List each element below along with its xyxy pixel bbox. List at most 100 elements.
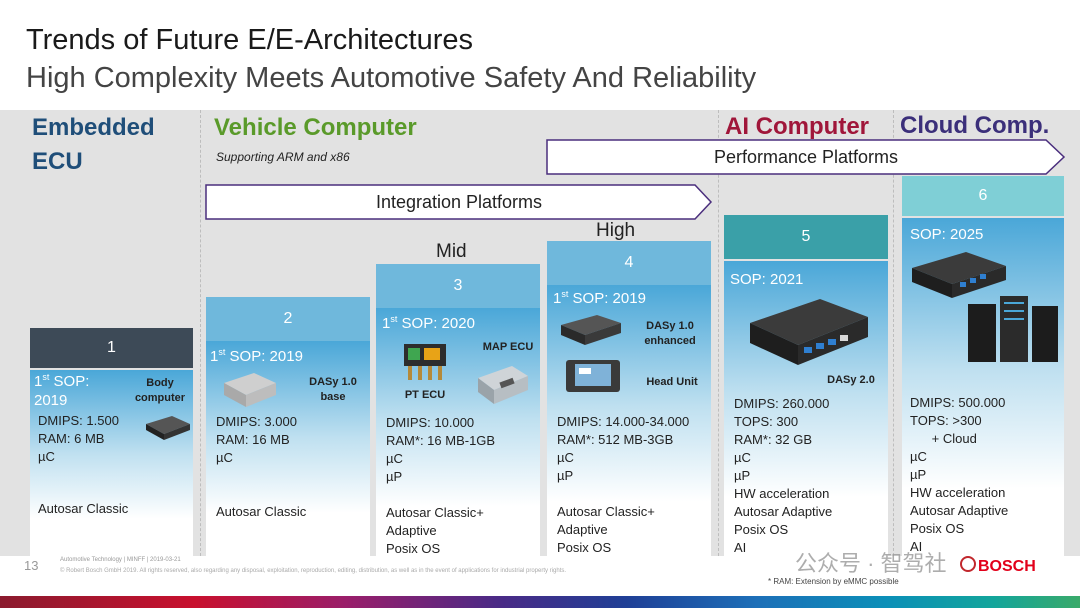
spec-item: µC: [38, 449, 55, 464]
era-vehicle-label: Vehicle Computer: [214, 114, 417, 141]
spec-item: HW acceleration: [910, 485, 1006, 500]
arrow-shape: [546, 139, 1066, 175]
sop-year: 2019: [34, 392, 68, 409]
spec-item: Autosar Adaptive: [734, 504, 833, 519]
body-computer-image: [142, 414, 192, 447]
era-embedded-label: Embedded: [32, 114, 155, 141]
dasy-base-image: [220, 369, 280, 416]
page-number: 13: [24, 558, 39, 573]
spec-item: µP: [557, 468, 574, 483]
platform-column-5: 5 SOP: 2021 DASy 2.0 DMIPS: 260.000 TOPS…: [724, 215, 888, 556]
platform-column-6: 6 SOP: 2025 DMIPS: 500.000 TOPS: >300 + …: [902, 176, 1064, 556]
dasy-2-image: [742, 295, 874, 374]
software-list: Autosar Classic+ Adaptive Posix OS: [386, 504, 484, 558]
spec-item: DMIPS: 14.000-34.000: [557, 414, 690, 429]
spec-list: DMIPS: 3.000 RAM: 16 MB µC: [216, 413, 297, 467]
sop-label: 1st SOP:: [34, 372, 90, 390]
spec-item: AI: [734, 540, 747, 555]
sop-label: SOP: 2025: [910, 226, 984, 243]
head-unit-image: [565, 359, 621, 398]
sop-label: 1st SOP: 2020: [382, 314, 475, 332]
performance-platforms-arrow: Performance Platforms: [546, 139, 1066, 175]
column-number: 2: [206, 297, 370, 341]
level-mid: Mid: [436, 241, 467, 262]
software-item: Posix OS: [557, 540, 612, 555]
spec-item: µP: [386, 469, 403, 484]
era-divider: [200, 110, 201, 556]
column-body: [376, 308, 540, 556]
integration-platforms-arrow: Integration Platforms: [205, 184, 713, 220]
column-body: [206, 341, 370, 556]
era-vehicle-sub: Supporting ARM and x86: [216, 150, 350, 164]
watermark: 公众号 · 智驾社: [795, 551, 947, 576]
performance-platforms-label: Performance Platforms: [713, 147, 899, 167]
spec-item: Posix OS: [734, 522, 789, 537]
slide-subtitle: High Complexity Meets Automotive Safety …: [26, 62, 757, 94]
software-item: Autosar Classic: [216, 504, 307, 519]
server-rack-image: [966, 294, 1060, 369]
map-ecu-image: [472, 362, 532, 411]
integration-platforms-label: Integration Platforms: [375, 192, 543, 212]
cloud-computer-image: [908, 250, 1008, 305]
bosch-logo-icon: [960, 556, 976, 572]
spec-item: µC: [386, 451, 403, 466]
spec-item: DMIPS: 10.000: [386, 415, 475, 430]
spec-list: DMIPS: 14.000-34.000 RAM*: 512 MB-3GB µC…: [557, 413, 689, 485]
level-high: High: [596, 220, 636, 241]
pt-ecu-label: PT ECU: [404, 389, 446, 401]
spec-list: DMIPS: 10.000 RAM*: 16 MB-1GB µC µP: [386, 414, 495, 486]
sop-label: SOP: 2021: [730, 271, 804, 288]
arrow-shape: [205, 184, 713, 220]
spec-item: µC: [734, 450, 751, 465]
spec-item: TOPS: 300: [734, 414, 799, 429]
spec-item: RAM*: 32 GB: [734, 432, 813, 447]
sop-label: 1st SOP: 2019: [553, 289, 646, 307]
head-unit-label: Head Unit: [646, 376, 698, 388]
spec-item: µC: [216, 450, 233, 465]
spec-item: TOPS: >300: [910, 413, 982, 428]
software-list: Autosar Classic: [216, 503, 306, 521]
column-number: 3: [376, 264, 540, 308]
spec-item: RAM*: 16 MB-1GB: [386, 433, 496, 448]
spec-item: DMIPS: 3.000: [216, 414, 297, 429]
software-item: Autosar Classic+: [386, 505, 484, 520]
era-embedded-label-2: ECU: [32, 148, 83, 175]
footnote: * RAM: Extension by eMMC possible: [768, 577, 899, 586]
software-item: Adaptive: [557, 522, 608, 537]
column-number: 4: [547, 241, 711, 285]
era-divider: [893, 110, 894, 556]
spec-item: AI: [910, 539, 923, 554]
software-list: Autosar Classic+ Adaptive Posix OS: [557, 503, 655, 557]
pt-ecu-image: [402, 342, 448, 387]
era-cloud-label: Cloud Comp.: [900, 112, 1050, 139]
era-divider: [718, 110, 719, 556]
spec-item: µC: [557, 450, 574, 465]
spec-item: µP: [734, 468, 751, 483]
spec-list: DMIPS: 260.000 TOPS: 300 RAM*: 32 GB µC …: [734, 395, 832, 557]
platform-column-3: 3 1st SOP: 2020 MAP ECU PT ECU DMIPS: 10…: [376, 264, 540, 556]
map-ecu-label: MAP ECU: [482, 341, 534, 353]
spec-item: Posix OS: [910, 521, 965, 536]
spec-list: DMIPS: 1.500 RAM: 6 MB µC: [38, 412, 119, 466]
spec-item: RAM: 6 MB: [38, 431, 105, 446]
spec-item: µP: [910, 467, 927, 482]
spec-item: DMIPS: 260.000: [734, 396, 830, 411]
software-item: Autosar Classic: [38, 501, 129, 516]
software-item: Autosar Classic+: [557, 504, 655, 519]
column-number: 5: [724, 215, 888, 259]
spec-item: DMIPS: 500.000: [910, 395, 1006, 410]
spec-item: RAM*: 512 MB-3GB: [557, 432, 674, 447]
spec-item: DMIPS: 1.500: [38, 413, 119, 428]
column-number: 1: [30, 328, 193, 368]
spec-item: HW acceleration: [734, 486, 830, 501]
spec-item: RAM: 16 MB: [216, 432, 290, 447]
device-label: DASy 2.0: [827, 374, 875, 386]
software-item: Adaptive: [386, 523, 437, 538]
sop-label: 1st SOP: 2019: [210, 347, 303, 365]
era-ai-label: AI Computer: [725, 113, 869, 140]
